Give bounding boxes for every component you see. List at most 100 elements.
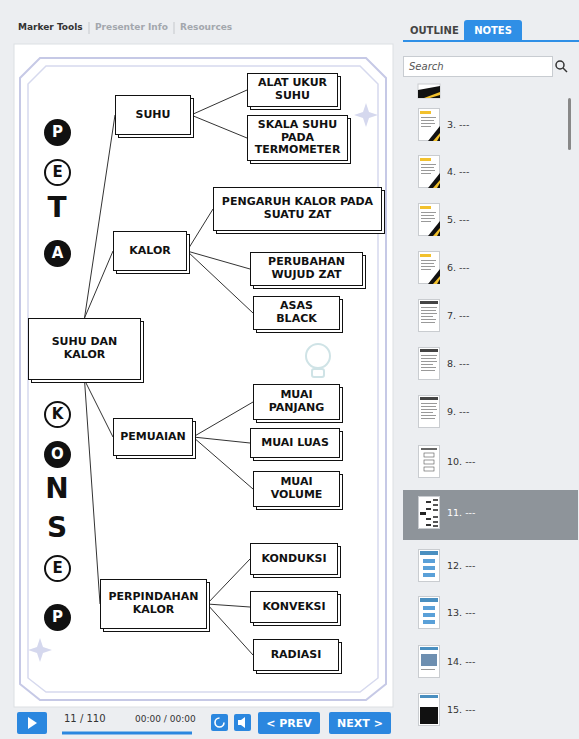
concept-box: PENGARUH KALOR PADA SUATU ZAT	[213, 187, 382, 231]
slide-thumbnail	[419, 204, 441, 237]
scrollbar	[568, 98, 571, 150]
letter-circle: P	[44, 604, 71, 631]
slide-thumbnail	[419, 300, 440, 332]
node-text: O	[51, 447, 64, 462]
slide-panel	[14, 44, 393, 707]
search-icon	[556, 61, 564, 69]
slide-thumbnail	[418, 84, 440, 98]
concept-box: MUAI VOLUME	[253, 471, 340, 507]
node-text: P	[52, 610, 63, 625]
letter-circle: A	[44, 240, 71, 267]
node-text: K	[52, 407, 64, 422]
concept-box: KONDUKSI	[250, 543, 338, 575]
title-letter: S	[42, 511, 72, 545]
node-text: KALOR	[129, 245, 170, 258]
slide-title: 8. ---	[447, 358, 469, 369]
concept-box: MUAI LUAS	[250, 428, 340, 458]
slide-thumbnail	[419, 646, 440, 678]
node-text: PERPINDAHAN KALOR	[106, 591, 201, 616]
tab-separator	[89, 22, 90, 34]
slide-thumbnail	[419, 348, 440, 380]
time-display: 00:00 / 00:00	[135, 714, 196, 725]
title-letter: T	[42, 191, 72, 225]
slide-title: 5. ---	[447, 214, 469, 225]
slide-thumbnail	[418, 86, 440, 98]
notes-tab: NOTES	[464, 20, 522, 41]
connector-line	[207, 559, 250, 604]
slide-title: 13. ---	[447, 607, 475, 618]
slide-thumbnail	[419, 252, 441, 285]
connector-line	[191, 90, 247, 115]
node-text: E	[52, 165, 62, 180]
letter-circle: E	[44, 555, 71, 582]
node-text: Search	[409, 61, 444, 72]
node-text: MUAI PANJANG	[259, 389, 334, 414]
volume-icon	[238, 717, 245, 728]
search-icon	[563, 68, 567, 72]
slide-title: 3. ---	[447, 119, 469, 130]
slide-thumbnail	[419, 446, 440, 478]
slide-title: 7. ---	[447, 310, 469, 321]
node-text: RADIASI	[271, 649, 322, 662]
outline-tab: OUTLINE	[410, 25, 459, 37]
connector-line	[207, 604, 253, 655]
replay-icon	[215, 718, 224, 727]
node-text: < PREV	[266, 717, 312, 730]
star-ornament	[354, 103, 378, 127]
node-text: KONVEKSI	[262, 601, 325, 614]
concept-box: ASAS BLACK	[253, 296, 340, 330]
connector-line	[193, 402, 253, 437]
concept-box: MUAI PANJANG	[253, 384, 340, 420]
connector-line	[193, 437, 250, 443]
node-text: ALAT UKUR SUHU	[253, 77, 332, 102]
bulb-icon	[312, 369, 324, 377]
node-text: SUHU DAN KALOR	[34, 336, 135, 361]
slide-thumbnail	[424, 92, 440, 98]
concept-box: PERUBAHAN WUJUD ZAT	[250, 252, 363, 286]
slide-thumbnail	[419, 550, 440, 582]
connector-line	[85, 380, 101, 604]
node-text: SKALA SUHU PADA TERMOMETER	[253, 119, 342, 157]
star-ornament	[28, 638, 52, 662]
node-text: E	[52, 561, 62, 576]
connector-line	[85, 251, 114, 318]
concept-box: ALAT UKUR SUHU	[247, 73, 338, 107]
title-letter: N	[42, 472, 72, 506]
play-icon	[28, 717, 37, 729]
connector-line	[191, 115, 247, 138]
slide-title: 6. ---	[447, 262, 469, 273]
connector-line	[187, 251, 253, 313]
concept-box: SUHU	[115, 95, 191, 135]
slide-title: 15. ---	[447, 704, 475, 715]
node-text: PEMUAIAN	[120, 431, 185, 444]
tab-separator	[174, 22, 175, 34]
slide-title: 12. ---	[447, 560, 475, 571]
slide-thumbnail	[419, 396, 440, 428]
slide-frame	[20, 58, 386, 700]
volume-button	[234, 714, 251, 731]
slide-title: 4. ---	[447, 166, 469, 177]
root-concept-box: SUHU DAN KALOR	[28, 318, 141, 380]
connector-line	[193, 437, 253, 489]
slide-thumbnail	[419, 109, 441, 142]
node-text: A	[52, 246, 64, 261]
play-button	[17, 712, 47, 734]
slide-counter: 11 / 110	[64, 713, 106, 725]
next-button: NEXT >	[329, 712, 391, 734]
node-text: MUAI VOLUME	[259, 476, 334, 501]
concept-box: RADIASI	[253, 639, 339, 671]
node-text: KONDUKSI	[261, 553, 326, 566]
node-text: PERUBAHAN WUJUD ZAT	[256, 256, 357, 281]
toolbar-tab: Marker Tools	[18, 22, 83, 33]
node-text: SUHU	[136, 109, 171, 122]
slide-title: 14. ---	[447, 656, 475, 667]
slide-thumbnail	[419, 694, 440, 726]
slide-frame-inner	[28, 66, 378, 692]
concept-box: KALOR	[113, 231, 187, 271]
bulb-icon	[306, 344, 330, 368]
node-text: P	[52, 125, 63, 140]
concept-box: KONVEKSI	[250, 591, 338, 623]
toolbar-tab: Resources	[180, 22, 232, 33]
progress-bar	[62, 732, 192, 735]
